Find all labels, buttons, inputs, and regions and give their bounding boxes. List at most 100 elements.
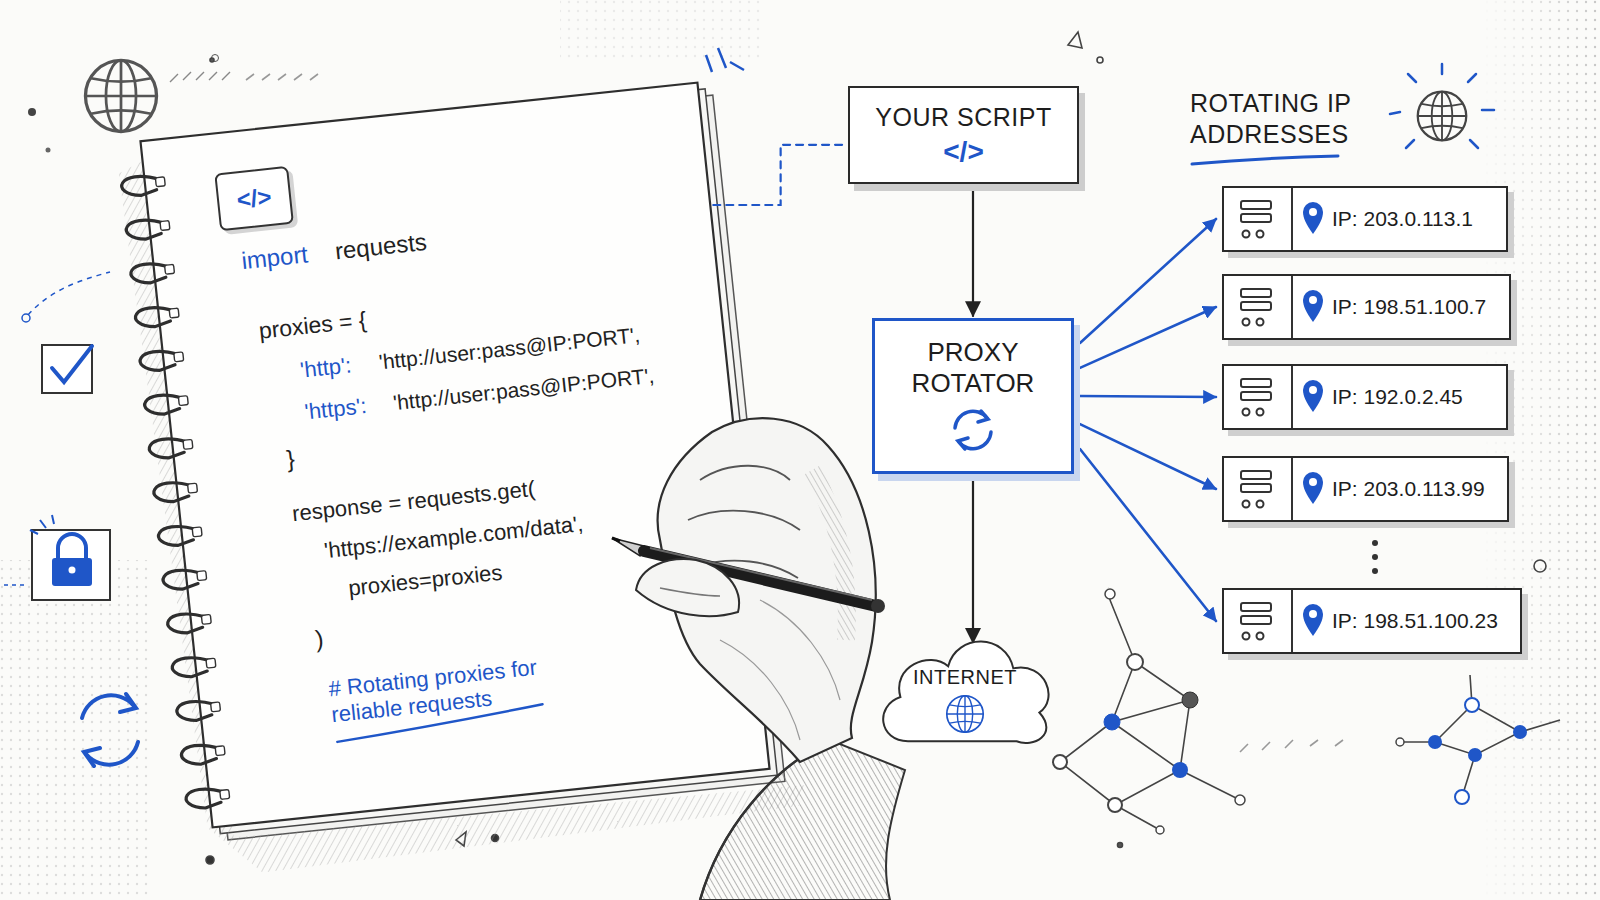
location-pin-icon	[1300, 458, 1326, 520]
notebook-spiral	[183, 439, 193, 449]
dashed-link	[713, 145, 848, 205]
server-rack-icon	[1241, 392, 1271, 400]
decor-marks	[206, 856, 214, 864]
notebook-spiral	[121, 174, 161, 197]
network-node	[1105, 589, 1115, 599]
location-pin-icon	[1309, 296, 1317, 304]
network-node	[1108, 798, 1122, 812]
decor-marks	[1068, 32, 1082, 48]
ellipsis-dots	[1372, 540, 1378, 574]
header-decor	[1192, 156, 1338, 164]
notebook-spiral	[155, 177, 165, 187]
location-pin-icon	[1303, 472, 1323, 504]
proxy-server: IP: 203.0.113.1	[1222, 186, 1508, 252]
server-rack-icon	[1241, 603, 1271, 611]
notebook-spiral	[169, 308, 179, 318]
rotate-icon	[958, 438, 968, 449]
server-rack-icon	[1257, 501, 1264, 508]
server-rack-icon	[1241, 214, 1271, 222]
code-line: proxies = {	[258, 307, 368, 346]
notebook-spiral	[185, 787, 225, 810]
server-rack-icon	[1241, 616, 1271, 624]
code-line: 'http://user:pass@IP:PORT',	[378, 322, 642, 374]
location-pin-icon	[1309, 610, 1317, 618]
network-graph	[1400, 675, 1560, 797]
rotate-icon	[955, 412, 987, 429]
network-node	[1104, 714, 1120, 730]
box-label: </>	[943, 136, 983, 168]
notebook-spiral	[201, 614, 211, 624]
notebook-page: importrequestsproxies = {'http':'http://…	[140, 83, 769, 828]
notebook-spiral	[167, 612, 207, 635]
notebook-spiral	[139, 349, 179, 372]
proxy-server: IP: 203.0.113.99	[1222, 456, 1509, 522]
code-line: proxies=proxies	[347, 560, 504, 602]
network-node	[1455, 790, 1469, 804]
notebook-spiral	[172, 656, 212, 679]
notebook-spiral	[121, 174, 230, 810]
code-line: requests	[334, 228, 429, 266]
rotate-icon	[978, 411, 988, 422]
ellipsis-dots	[1372, 540, 1378, 546]
notebook-spiral	[158, 524, 198, 547]
notebook-spiral	[126, 218, 166, 241]
network-node	[1513, 725, 1527, 739]
decor-marks	[706, 48, 744, 72]
drawing-hand	[612, 538, 620, 541]
dot-texture	[560, 0, 760, 60]
ip-address: IP: 198.51.100.23	[1332, 609, 1498, 633]
notebook-spiral	[215, 746, 225, 756]
decor-marks	[1240, 740, 1343, 752]
padlock-icon	[4, 584, 28, 586]
notebook-spiral	[178, 396, 188, 406]
drawing-hand	[871, 599, 885, 613]
server-rack-icon	[1243, 501, 1250, 508]
server-rack-icon	[1257, 633, 1264, 640]
network-node	[1172, 762, 1188, 778]
dot-texture	[0, 560, 150, 900]
checkbox-icon	[28, 272, 110, 315]
server-rack-icon	[1243, 409, 1250, 416]
server-rack-icon	[1291, 590, 1293, 652]
rotate-icon	[955, 411, 991, 449]
location-pin-icon	[1300, 590, 1326, 652]
dot-texture	[1480, 0, 1600, 900]
globe-icon	[28, 108, 36, 116]
header-decor	[1390, 64, 1494, 148]
code-line: import	[240, 240, 309, 276]
checkbox-icon	[22, 272, 110, 393]
ip-address: IP: 192.0.2.45	[1332, 385, 1463, 409]
cloud-label: INTERNET	[913, 666, 1017, 689]
cloud-outline	[870, 622, 1060, 760]
cloud-outline	[883, 642, 1048, 743]
padlock-icon	[52, 558, 92, 586]
globe-icon	[947, 696, 983, 732]
code-icon-box: </>	[214, 166, 294, 231]
network-graph	[1060, 588, 1560, 830]
notebook-spiral	[176, 699, 216, 722]
notebook-spiral	[211, 702, 221, 712]
code-line: )	[314, 625, 325, 654]
server-rack-icon	[1224, 590, 1294, 652]
server-rack-icon	[1241, 302, 1271, 310]
padlock-icon	[30, 515, 54, 534]
rotate-icon	[82, 694, 138, 766]
network-node	[1428, 735, 1442, 749]
notebook-spiral	[144, 393, 184, 416]
section-heading: ROTATING IP ADDRESSES	[1190, 88, 1410, 151]
proxy-server: IP: 192.0.2.45	[1222, 364, 1508, 430]
notebook-spiral	[130, 262, 170, 285]
ip-address: IP: 203.0.113.1	[1332, 207, 1473, 231]
code-line: 'http://user:pass@IP:PORT',	[392, 363, 656, 415]
notebook-spiral	[149, 437, 189, 460]
network-graph	[1060, 600, 1240, 830]
box-label: YOUR SCRIPT	[875, 103, 1051, 132]
server-rack-icon	[1241, 289, 1271, 297]
notebook-spiral	[160, 221, 170, 231]
proxy-server: IP: 198.51.100.7	[1222, 274, 1511, 340]
location-pin-icon	[1303, 202, 1323, 234]
location-pin-icon	[1300, 188, 1326, 250]
